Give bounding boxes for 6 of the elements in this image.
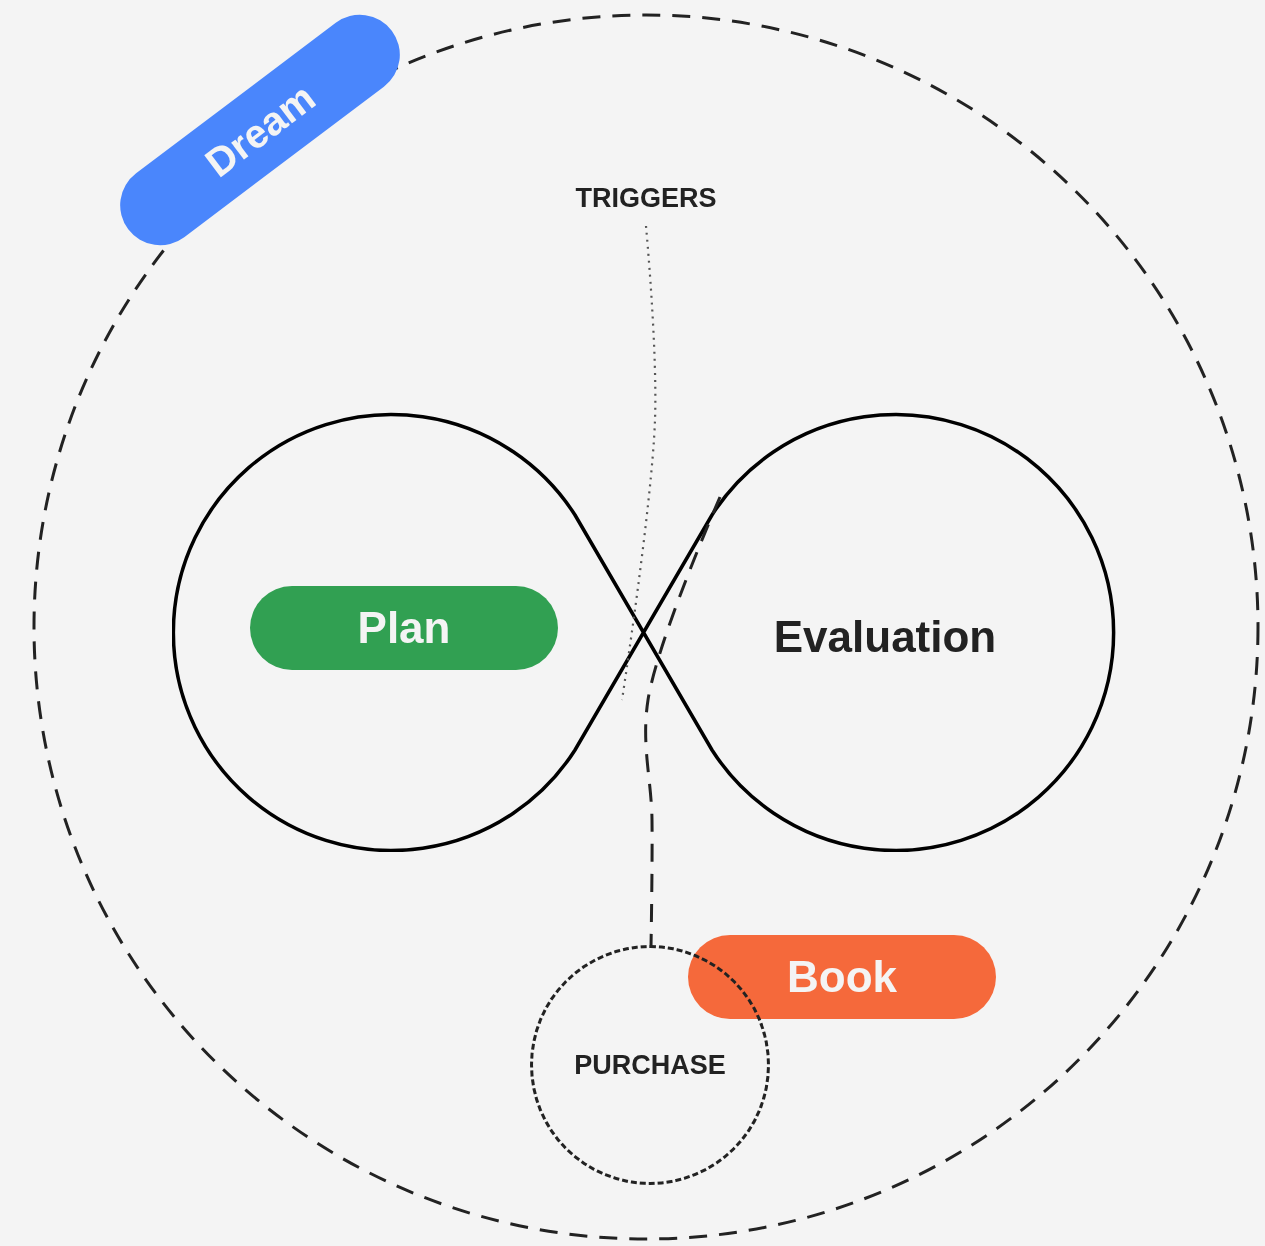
stage-pill: Plan bbox=[250, 586, 558, 670]
stage-pill: Book bbox=[688, 935, 996, 1019]
stage-label: Evaluation bbox=[755, 610, 1015, 664]
stage-circle: PURCHASE bbox=[530, 945, 770, 1185]
stage-label: TRIGGERS bbox=[560, 170, 732, 226]
infinity-loop bbox=[172, 412, 1116, 852]
